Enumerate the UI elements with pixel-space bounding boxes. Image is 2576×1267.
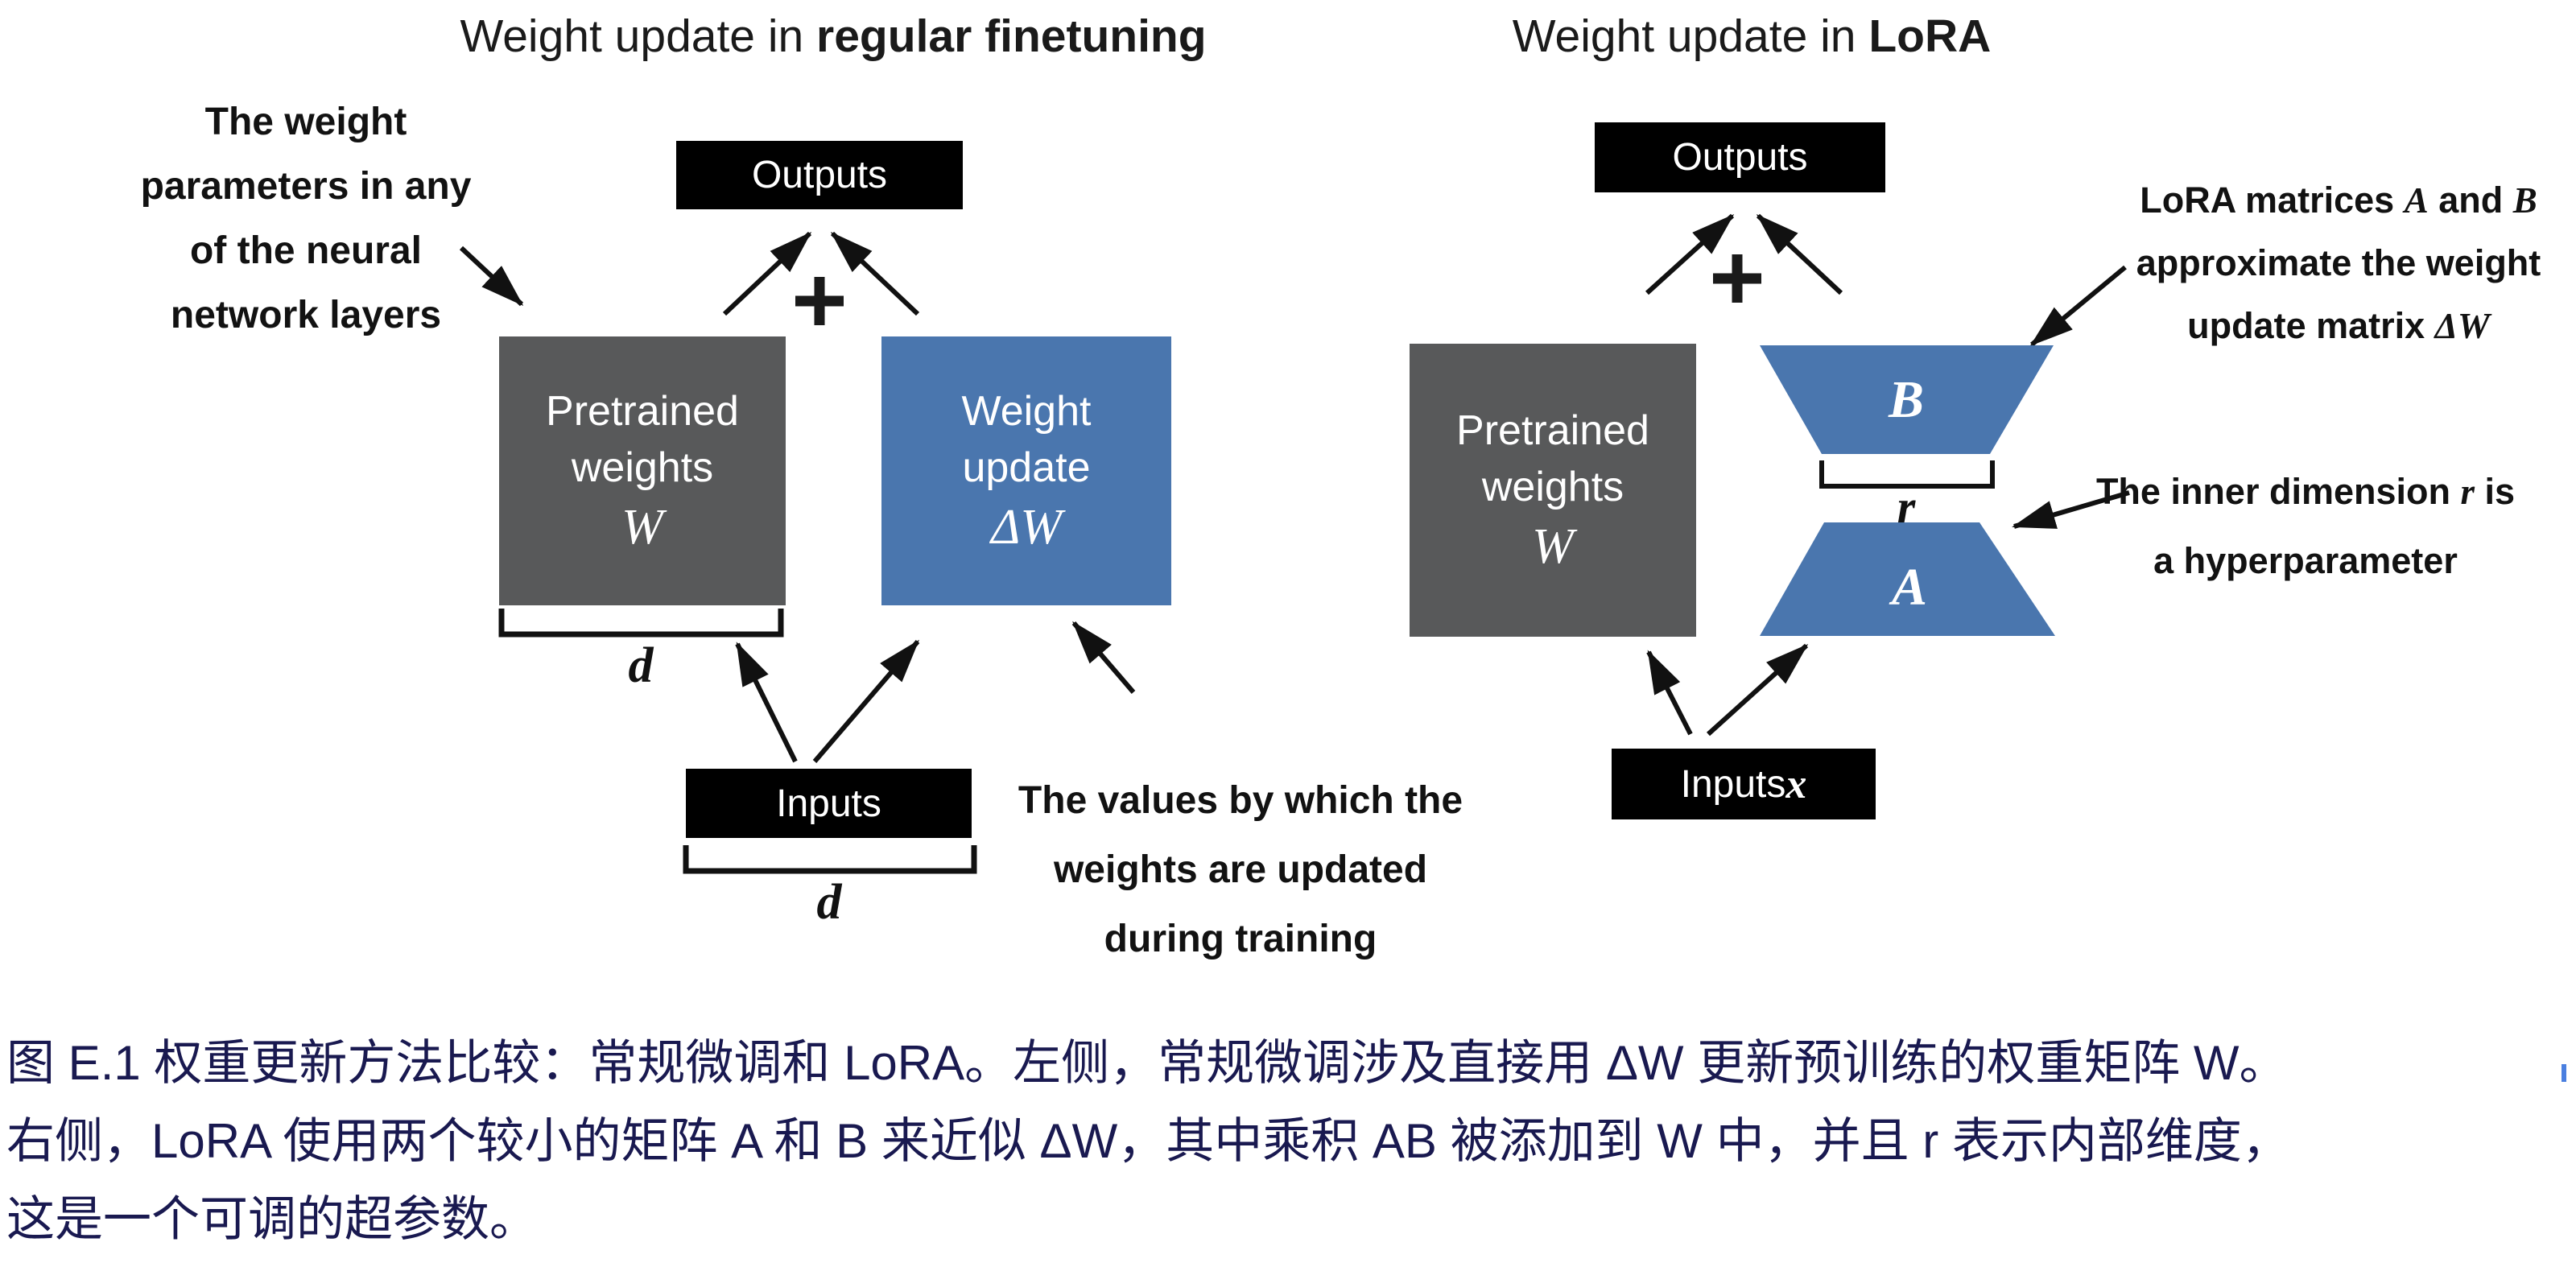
title-left-emphasis: regular finetuning xyxy=(816,10,1207,62)
arrow-inputsx-to-matrix-a xyxy=(1706,643,1809,737)
arrow-pretrained-to-outputs-left xyxy=(722,231,812,316)
annotation-line: a hyperparameter xyxy=(2153,540,2458,581)
annotation-line: approximate the weight xyxy=(2136,242,2541,283)
inputs-x-box: Inputs x xyxy=(1612,749,1876,819)
matrix-b-trapezoid xyxy=(1760,345,2054,454)
annotation-text: is xyxy=(2475,471,2516,512)
annotation-text: update matrix xyxy=(2187,305,2435,346)
delta-w-symbol: ΔW xyxy=(990,500,1063,555)
weight-parameters-annotation: The weight parameters in any of the neur… xyxy=(141,90,472,348)
delta-w-inline-symbol: ΔW xyxy=(2434,306,2490,346)
title-left-prefix: Weight update in xyxy=(460,10,817,62)
pretrained-weights-box-left: Pretrained weights W xyxy=(499,336,786,605)
arrow-inputsx-to-pretrained-right xyxy=(1646,650,1693,736)
title-right: Weight update in LoRA xyxy=(1513,10,1992,63)
arrow-values-annotation-to-update xyxy=(1071,621,1136,694)
arrow-inputs-to-update-left xyxy=(812,639,920,763)
arrow-inputs-to-pretrained-left xyxy=(735,642,798,763)
figure-caption: 图 E.1 权重更新方法比较：常规微调和 LoRA。左侧，常规微调涉及直接用 Δ… xyxy=(6,1024,2290,1258)
arrow-update-to-outputs-left xyxy=(830,231,920,316)
r-hyperparameter-annotation: The inner dimension r is a hyperparamete… xyxy=(2096,457,2515,596)
inputs-label-right: Inputs xyxy=(1680,762,1786,806)
outputs-box-left: Outputs xyxy=(676,141,963,209)
pretrained-line1: Pretrained xyxy=(546,388,739,435)
r-dimension-label: r xyxy=(1897,481,1916,533)
r-bracket xyxy=(1819,460,1995,489)
caption-line-1: 图 E.1 权重更新方法比较：常规微调和 LoRA。左侧，常规微调涉及直接用 Δ… xyxy=(6,1036,2288,1090)
annotation-line: The weight xyxy=(204,101,407,143)
annotation-line: The values by which the xyxy=(1018,779,1463,822)
update-line1: Weight xyxy=(961,388,1092,435)
inputs-box-left: Inputs xyxy=(686,769,972,838)
matrix-b-label: B xyxy=(1888,370,1925,429)
plus-sign-right xyxy=(1713,254,1761,303)
arrow-pretrained-to-outputs-right xyxy=(1645,213,1735,295)
annotation-line: network layers xyxy=(170,294,442,336)
d-label-pretrained: d xyxy=(628,638,654,693)
weight-update-box: Weight update ΔW xyxy=(881,336,1171,605)
plus-sign-left xyxy=(795,277,844,325)
arrow-lora-to-outputs-right xyxy=(1756,213,1843,295)
update-line2: update xyxy=(962,444,1091,491)
r-inline-symbol: r xyxy=(2460,472,2475,512)
pretrained-line2: weights xyxy=(1481,464,1624,510)
arrow-ab-annotation-to-matrix-b xyxy=(2029,265,2127,347)
arrow-weight-annotation-to-pretrained xyxy=(459,246,524,307)
annotation-line: weights are updated xyxy=(1053,848,1428,891)
outputs-box-right: Outputs xyxy=(1595,122,1885,192)
caption-line-3: 这是一个可调的超参数。 xyxy=(6,1192,538,1246)
pretrained-line1: Pretrained xyxy=(1456,407,1649,454)
caption-line-2: 右侧，LoRA 使用两个较小的矩阵 A 和 B 来近似 ΔW，其中乘积 AB 被… xyxy=(6,1114,2290,1168)
title-left: Weight update in regular finetuning xyxy=(460,10,1206,63)
annotation-text: LoRA matrices xyxy=(2140,180,2405,221)
annotation-line: parameters in any xyxy=(140,165,472,208)
d-bracket-pretrained xyxy=(498,609,784,638)
annotation-text: The inner dimension xyxy=(2095,471,2461,512)
values-annotation: The values by which the weights are upda… xyxy=(1018,766,1463,974)
inputs-label-left: Inputs xyxy=(776,782,881,825)
pretrained-weights-box-right: Pretrained weights W xyxy=(1410,344,1696,637)
pretrained-w-symbol: W xyxy=(621,500,663,555)
matrix-a-label: A xyxy=(1891,558,1928,617)
d-label-inputs: d xyxy=(816,875,842,930)
annotation-text: and xyxy=(2428,180,2513,221)
pretrained-line2: weights xyxy=(571,444,714,491)
inputs-x-symbol: x xyxy=(1785,761,1807,807)
matrix-b-inline-symbol: B xyxy=(2512,180,2537,221)
title-right-emphasis: LoRA xyxy=(1868,10,1992,62)
outputs-label-left: Outputs xyxy=(751,154,888,196)
arrow-r-annotation-to-r xyxy=(2012,490,2130,529)
text-cursor-artifact xyxy=(2562,1064,2566,1082)
pretrained-w-symbol: W xyxy=(1532,519,1574,574)
d-bracket-inputs xyxy=(683,845,977,874)
matrix-a-inline-symbol: A xyxy=(2404,180,2429,221)
ab-matrices-annotation: LoRA matrices A and B approximate the we… xyxy=(2136,169,2541,357)
outputs-label-right: Outputs xyxy=(1672,136,1808,179)
annotation-line: LoRA matrices A and B xyxy=(2136,169,2541,232)
title-right-prefix: Weight update in xyxy=(1512,10,1869,62)
annotation-line: update matrix ΔW xyxy=(2136,295,2541,357)
annotation-line: The inner dimension r is xyxy=(2096,457,2515,526)
annotation-line: of the neural xyxy=(189,229,423,272)
matrix-a-trapezoid xyxy=(1760,522,2055,636)
annotation-line: during training xyxy=(1104,918,1377,960)
